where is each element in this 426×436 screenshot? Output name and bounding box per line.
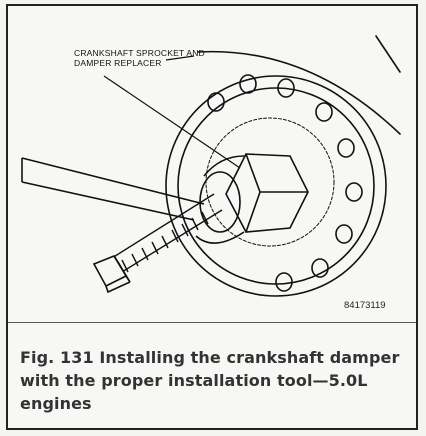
- callout-label: CRANKSHAFT SPROCKET AND DAMPER REPLACER: [74, 48, 205, 68]
- callout-line-1: CRANKSHAFT SPROCKET AND: [74, 48, 205, 58]
- tool-hex-nut: [225, 153, 309, 233]
- figure-caption: Fig. 131 Installing the crankshaft dampe…: [20, 348, 400, 413]
- part-number: 84173119: [344, 300, 386, 311]
- rod-square-drive: [92, 255, 131, 294]
- threaded-rod: [111, 193, 223, 273]
- damper-bolt-holes: [207, 74, 363, 292]
- figure-frame: CRANKSHAFT SPROCKET AND DAMPER REPLACER …: [6, 4, 418, 430]
- damper-outer-rim: [165, 75, 387, 297]
- crankshaft-damper-installation-illustration: [21, 35, 401, 297]
- callout-leader-line: [103, 75, 241, 169]
- tool-handle: [21, 157, 205, 221]
- bolt-hole: [337, 138, 355, 158]
- bolt-hole: [277, 78, 295, 98]
- callout-underline: [165, 55, 195, 61]
- upper-housing-arc: [197, 50, 401, 135]
- bolt-hole: [315, 102, 333, 122]
- bolt-hole: [335, 224, 353, 244]
- bolt-hole: [345, 182, 363, 202]
- bolt-hole: [311, 258, 329, 278]
- illustration-area: CRANKSHAFT SPROCKET AND DAMPER REPLACER …: [8, 6, 416, 323]
- bolt-hole: [239, 74, 257, 94]
- bolt-hole: [207, 92, 225, 112]
- callout-line-2: DAMPER REPLACER: [74, 58, 162, 68]
- upper-right-stroke: [375, 35, 401, 73]
- bolt-hole: [275, 272, 293, 292]
